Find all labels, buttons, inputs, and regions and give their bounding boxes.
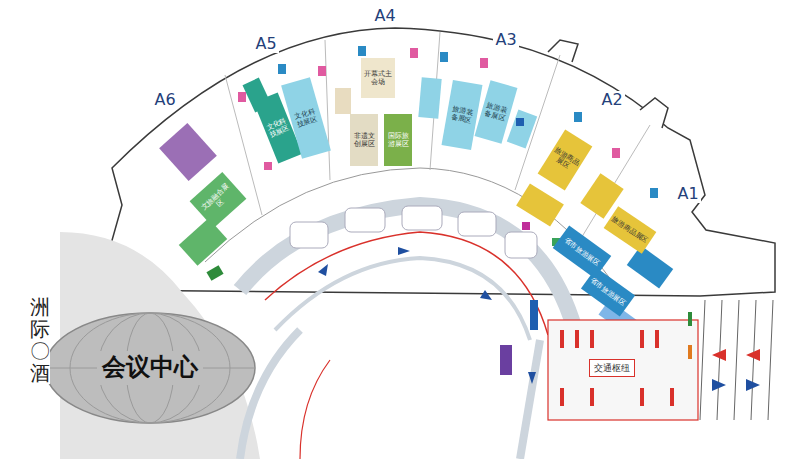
exhibit-zone: 文旅融合展区	[190, 172, 247, 228]
exhibit-zone: 省市旅游展区	[553, 225, 612, 278]
zone-text: 开幕式主会场	[363, 70, 393, 86]
zone-text: 非遗文创展区	[352, 132, 376, 148]
transport-hub	[560, 388, 564, 406]
direction-arrow	[480, 290, 492, 300]
transport-hub	[560, 330, 564, 348]
parking-lanes	[688, 312, 692, 326]
transport-hub	[640, 330, 644, 348]
toilet-icon	[238, 92, 246, 102]
ring-road	[300, 360, 330, 459]
zone-text: 省市旅游展区	[589, 276, 628, 307]
toilet-icon	[574, 112, 582, 122]
transport-hub	[500, 300, 698, 420]
parcel	[458, 212, 496, 236]
toilet-icon	[358, 46, 366, 56]
zone-text: 文化科技展区	[265, 116, 291, 139]
zone-text: 交通枢纽	[594, 363, 630, 373]
zone-block	[516, 183, 564, 226]
hall-label: A1	[675, 185, 700, 203]
zone-text: 旅游商品展区	[610, 215, 649, 245]
parking-lanes	[688, 300, 773, 420]
venue-zone: 开幕式主会场	[361, 58, 395, 98]
transport-hub	[548, 320, 698, 420]
zone-block	[522, 222, 530, 230]
toilet-icon	[318, 66, 326, 76]
zone-block	[516, 118, 524, 126]
ring-road	[240, 205, 575, 330]
parking-lanes	[712, 349, 760, 361]
hub-label-box: 交通枢纽	[589, 359, 635, 377]
zone-block	[264, 162, 272, 170]
toilet-icon	[440, 52, 448, 62]
blimp	[98, 313, 202, 423]
parcel	[345, 208, 385, 232]
hall-label: A4	[372, 7, 397, 25]
parcel	[505, 232, 537, 258]
parcel	[402, 206, 442, 230]
direction-arrow	[318, 247, 536, 384]
zone-text: 文旅融合展区	[198, 181, 238, 220]
parking-lanes	[688, 345, 692, 359]
convention-center: 会议中心	[97, 351, 203, 385]
direction-arrow	[398, 247, 410, 255]
exhibit-zone: 旅游装备展区	[441, 80, 482, 150]
toilet-icon	[278, 64, 286, 74]
transport-hub	[670, 388, 674, 406]
hotel-label: 洲际〇酒	[30, 296, 50, 384]
direction-arrow	[318, 264, 328, 276]
zone-block	[206, 265, 223, 281]
transport-hub	[530, 300, 538, 330]
exhibit-zone: 非遗文创展区	[350, 114, 378, 166]
ring-road	[240, 205, 575, 459]
zone-block	[159, 123, 217, 181]
transport-hub	[590, 388, 594, 406]
zone-text: 旅游商品展区	[549, 146, 581, 174]
toilet-icon	[650, 188, 658, 198]
zone-text: 旅游装备展区	[448, 105, 476, 125]
zone-text: 旅游装备展区	[482, 101, 510, 123]
zone-text: 会议中心	[102, 354, 198, 382]
direction-arrow	[528, 372, 536, 384]
zone-block	[418, 77, 441, 119]
zone-text: 国际旅游展区	[386, 132, 410, 148]
zone-block	[159, 77, 673, 338]
parcel	[290, 206, 537, 258]
blimp	[45, 313, 255, 423]
transport-hub	[575, 330, 579, 348]
hall-label: A2	[599, 91, 624, 109]
blimp	[45, 313, 255, 423]
transport-hub	[640, 388, 644, 406]
zone-block	[627, 246, 673, 289]
toilet-icon	[612, 148, 620, 158]
parking-lanes	[700, 300, 773, 420]
zone-block	[507, 110, 537, 149]
building-outline	[225, 32, 650, 240]
parking-lanes	[712, 379, 760, 391]
transport-hub	[590, 330, 594, 348]
toilet-icon	[238, 46, 658, 198]
parcel	[290, 222, 328, 248]
building-outline	[640, 98, 668, 128]
toilet-icon	[410, 48, 418, 58]
transport-hub	[655, 330, 659, 348]
zone-block	[335, 88, 351, 114]
zone-text: 省市旅游展区	[563, 236, 602, 267]
exhibit-zone: 旅游商品展区	[538, 129, 593, 190]
ring-road	[275, 258, 530, 340]
building-outline	[548, 40, 578, 62]
exhibit-zone: 旅游商品展区	[604, 206, 657, 253]
hall-label: A6	[152, 91, 177, 109]
zone-block	[179, 218, 227, 266]
toilet-icon	[480, 58, 488, 68]
hall-label: A3	[493, 31, 518, 49]
exhibit-zone: 国际旅游展区	[384, 114, 412, 166]
ring-road	[520, 340, 540, 459]
zone-text: 文化科技展区	[291, 107, 320, 130]
building-outline	[98, 28, 775, 296]
transport-hub	[500, 345, 512, 375]
hall-label: A5	[253, 35, 278, 53]
